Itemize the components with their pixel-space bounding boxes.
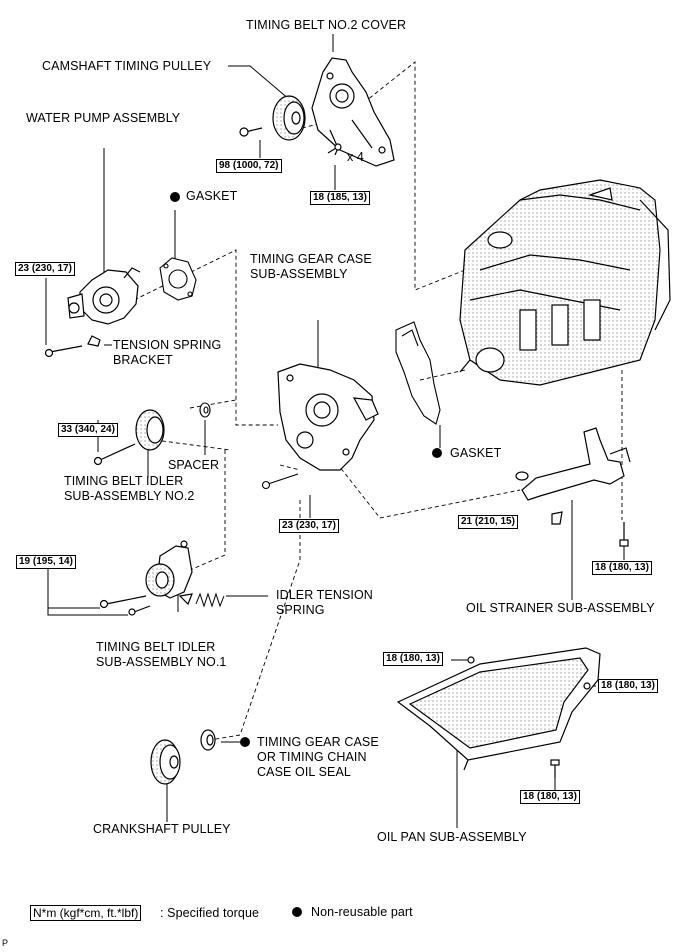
gasket-upper-part [159,257,197,301]
label-oil-seal-line3: CASE OIL SEAL [257,765,351,779]
label-idler-no2: TIMING BELT IDLER SUB-ASSEMBLY NO.2 [64,474,194,504]
torque-oil-pan-left: 18 (180, 13) [383,652,443,666]
idler-pulley-no2-part [93,409,165,466]
crankshaft-pulley-part [150,739,181,785]
label-gasket-upper: GASKET [186,189,238,203]
oil-seal-part [200,729,216,751]
timing-gear-case-part [277,363,379,471]
engine-block-part [459,179,671,386]
idler-spring-part [195,592,225,608]
label-tension-spring-bracket: TENSION SPRING BRACKET [113,338,221,368]
oil-strainer-part [515,427,631,547]
label-gasket-lower: GASKET [450,446,502,460]
torque-strainer-bolt: 18 (180, 13) [592,561,652,575]
label-qty-x4: x 4 [347,150,364,164]
legend-torque-text: : Specified torque [160,906,260,920]
label-idler-no2-line2: SUB-ASSEMBLY NO.2 [64,489,195,503]
torque-idler-no1-bolt: 19 (195, 14) [16,555,76,569]
legend-nonreusable-text: Non-reusable part [311,905,413,919]
gear-case-bolt-part [261,473,299,490]
label-idler-no1-line1: TIMING BELT IDLER [96,640,216,654]
oil-pan-part [396,647,601,778]
label-water-pump: WATER PUMP ASSEMBLY [26,111,181,125]
spacer-part [199,402,211,418]
torque-oil-pan-bottom: 18 (180, 13) [520,790,580,804]
label-timing-belt-cover: TIMING BELT NO.2 COVER [246,18,407,32]
idler-no1-part [99,540,193,616]
label-oil-seal-line1: TIMING GEAR CASE [257,735,379,749]
label-idler-no1-line2: SUB-ASSEMBLY NO.1 [96,655,227,669]
torque-idler-no2-bolt: 33 (340, 24) [58,423,118,437]
alignment-dashes [127,61,623,741]
label-timing-gear-case-line2: SUB-ASSEMBLY [250,267,348,281]
label-tension-spring-bracket-line1: TENSION SPRING [113,338,222,352]
label-timing-gear-case-line1: TIMING GEAR CASE [250,252,372,266]
gasket-case-part [395,321,441,425]
camshaft-pulley-part [239,95,342,154]
torque-cover-bolt: 18 (185, 13) [310,191,370,205]
label-idler-tension-spring-line1: IDLER TENSION [276,588,373,602]
page-code: P [2,938,9,948]
label-idler-tension-spring-line2: SPRING [276,603,325,617]
label-camshaft-pulley: CAMSHAFT TIMING PULLEY [42,59,212,73]
torque-camshaft-bolt: 98 (1000, 72) [216,159,282,173]
torque-water-pump-bolt: 23 (230, 17) [15,262,75,276]
timing-belt-cover-part [311,57,395,167]
water-pump-part [44,267,141,358]
torque-oil-pan-right: 18 (180, 13) [598,679,658,693]
label-oil-strainer: OIL STRAINER SUB-ASSEMBLY [466,601,655,615]
nonreusable-dots [170,192,442,917]
label-crankshaft-pulley: CRANKSHAFT PULLEY [93,822,231,836]
legend-torque-box: N*m (kgf*cm, ft.*lbf) [30,905,142,921]
label-spacer: SPACER [168,458,220,472]
label-oil-seal: TIMING GEAR CASE OR TIMING CHAIN CASE OI… [257,735,379,780]
label-oil-seal-line2: OR TIMING CHAIN [257,750,367,764]
label-tension-spring-bracket-line2: BRACKET [113,353,173,367]
torque-strainer-nut: 21 (210, 15) [458,515,518,529]
label-idler-tension-spring: IDLER TENSION SPRING [276,588,373,618]
label-oil-pan: OIL PAN SUB-ASSEMBLY [377,830,527,844]
label-timing-gear-case: TIMING GEAR CASE SUB-ASSEMBLY [250,252,372,282]
label-idler-no2-line1: TIMING BELT IDLER [64,474,184,488]
label-idler-no1: TIMING BELT IDLER SUB-ASSEMBLY NO.1 [96,640,226,670]
torque-gear-case-bolt: 23 (230, 17) [279,519,339,533]
